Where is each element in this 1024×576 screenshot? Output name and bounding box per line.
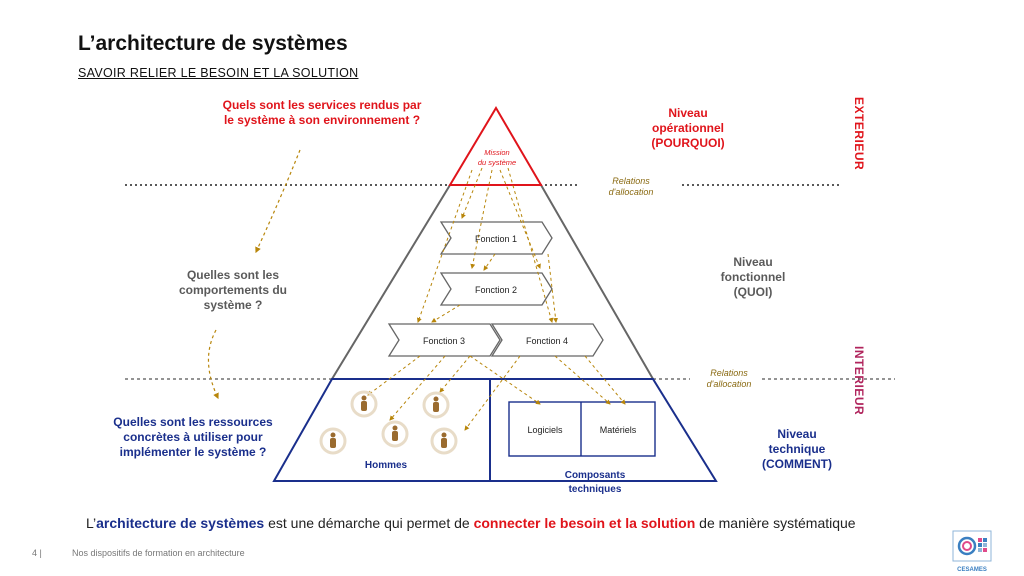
components-label-line1: Composants: [565, 470, 626, 481]
allocation-top-line2: d'allocation: [608, 187, 654, 197]
page-subtitle: SAVOIR RELIER LE BESOIN ET LA SOLUTION: [78, 66, 359, 80]
allocation-label-top: Relations d'allocation: [596, 176, 666, 198]
person-icon: [422, 391, 450, 419]
level-functional: Niveau fonctionnel (QUOI): [698, 255, 808, 300]
components-box: [508, 401, 656, 457]
level-operational-line1: Niveau: [668, 106, 708, 120]
question-behaviours: Quelles sont les comportements du systèm…: [178, 268, 287, 312]
level-technical-line3: (COMMENT): [762, 457, 832, 471]
function-4-shape: [490, 323, 604, 357]
statement-suffix: de manière systématique: [695, 515, 856, 531]
level-technical-line2: technique: [768, 442, 826, 456]
cesames-logo: CESAMES: [952, 530, 992, 573]
allocation-bottom-line1: Relations: [710, 368, 748, 378]
level-operational: Niveau opérationnel (POURQUOI): [628, 106, 748, 151]
label-exterior: EXTERIEUR: [852, 97, 866, 171]
conclusion-statement: L’architecture de systèmes est une démar…: [86, 515, 856, 531]
statement-highlight-connect: connecter le besoin et la solution: [473, 515, 696, 531]
guide-arrow-upper: [255, 149, 301, 254]
cesames-logo-text: CESAMES: [957, 567, 987, 573]
allocation-label-bottom: Relations d'allocation: [694, 368, 764, 390]
level-functional-line2: fonctionnel: [720, 270, 786, 284]
human-figures: [319, 390, 458, 455]
function-4-label: Fonction 4: [526, 336, 568, 346]
function-2-label: Fonction 2: [475, 285, 517, 295]
guide-arrow-lower: [207, 329, 219, 400]
level-operational-line2: opérationnel: [651, 121, 724, 135]
function-2-shape: [439, 272, 553, 306]
allocation-top-line1: Relations: [612, 176, 650, 186]
mission-triangle: [448, 106, 543, 186]
question-services: Quels sont les services rendus par le sy…: [222, 98, 422, 127]
humans-label: Hommes: [365, 460, 408, 471]
person-icon: [319, 427, 347, 455]
components-label-line2: techniques: [569, 484, 622, 495]
allocation-arrows-upper: [416, 167, 554, 323]
level-technical: Niveau technique (COMMENT): [742, 427, 852, 472]
statement-prefix: L’: [86, 515, 97, 531]
mission-label-line2: du système: [478, 158, 516, 167]
statement-highlight-architecture: architecture de systèmes: [96, 515, 265, 531]
statement-middle: est une démarche qui permet de: [264, 515, 474, 531]
footer-text: Nos dispositifs de formation en architec…: [72, 548, 245, 558]
page-title: L’architecture de systèmes: [78, 32, 348, 55]
person-icon: [381, 420, 409, 448]
technical-level-trapezoid: [272, 378, 718, 482]
hardware-label: Matériels: [600, 425, 637, 435]
page-number: 4 |: [32, 548, 42, 558]
person-icon: [430, 427, 458, 455]
mission-label-line1: Mission: [484, 148, 509, 157]
allocation-bottom-line2: d'allocation: [706, 379, 752, 389]
level-operational-line3: (POURQUOI): [651, 136, 725, 150]
function-3-shape: [387, 323, 501, 357]
cesames-logo-mark: [952, 530, 992, 562]
function-1-shape: [439, 221, 553, 255]
function-3-label: Fonction 3: [423, 336, 465, 346]
label-interior: INTERIEUR: [852, 346, 866, 416]
level-technical-line1: Niveau: [777, 427, 817, 441]
person-icon: [350, 390, 378, 418]
level-functional-line1: Niveau: [733, 255, 773, 269]
software-label: Logiciels: [527, 425, 563, 435]
question-resources: Quelles sont les ressources concrètes à …: [113, 415, 273, 459]
allocation-arrows-lower: [367, 355, 626, 431]
level-functional-line3: (QUOI): [733, 285, 773, 299]
function-1-label: Fonction 1: [475, 234, 517, 244]
